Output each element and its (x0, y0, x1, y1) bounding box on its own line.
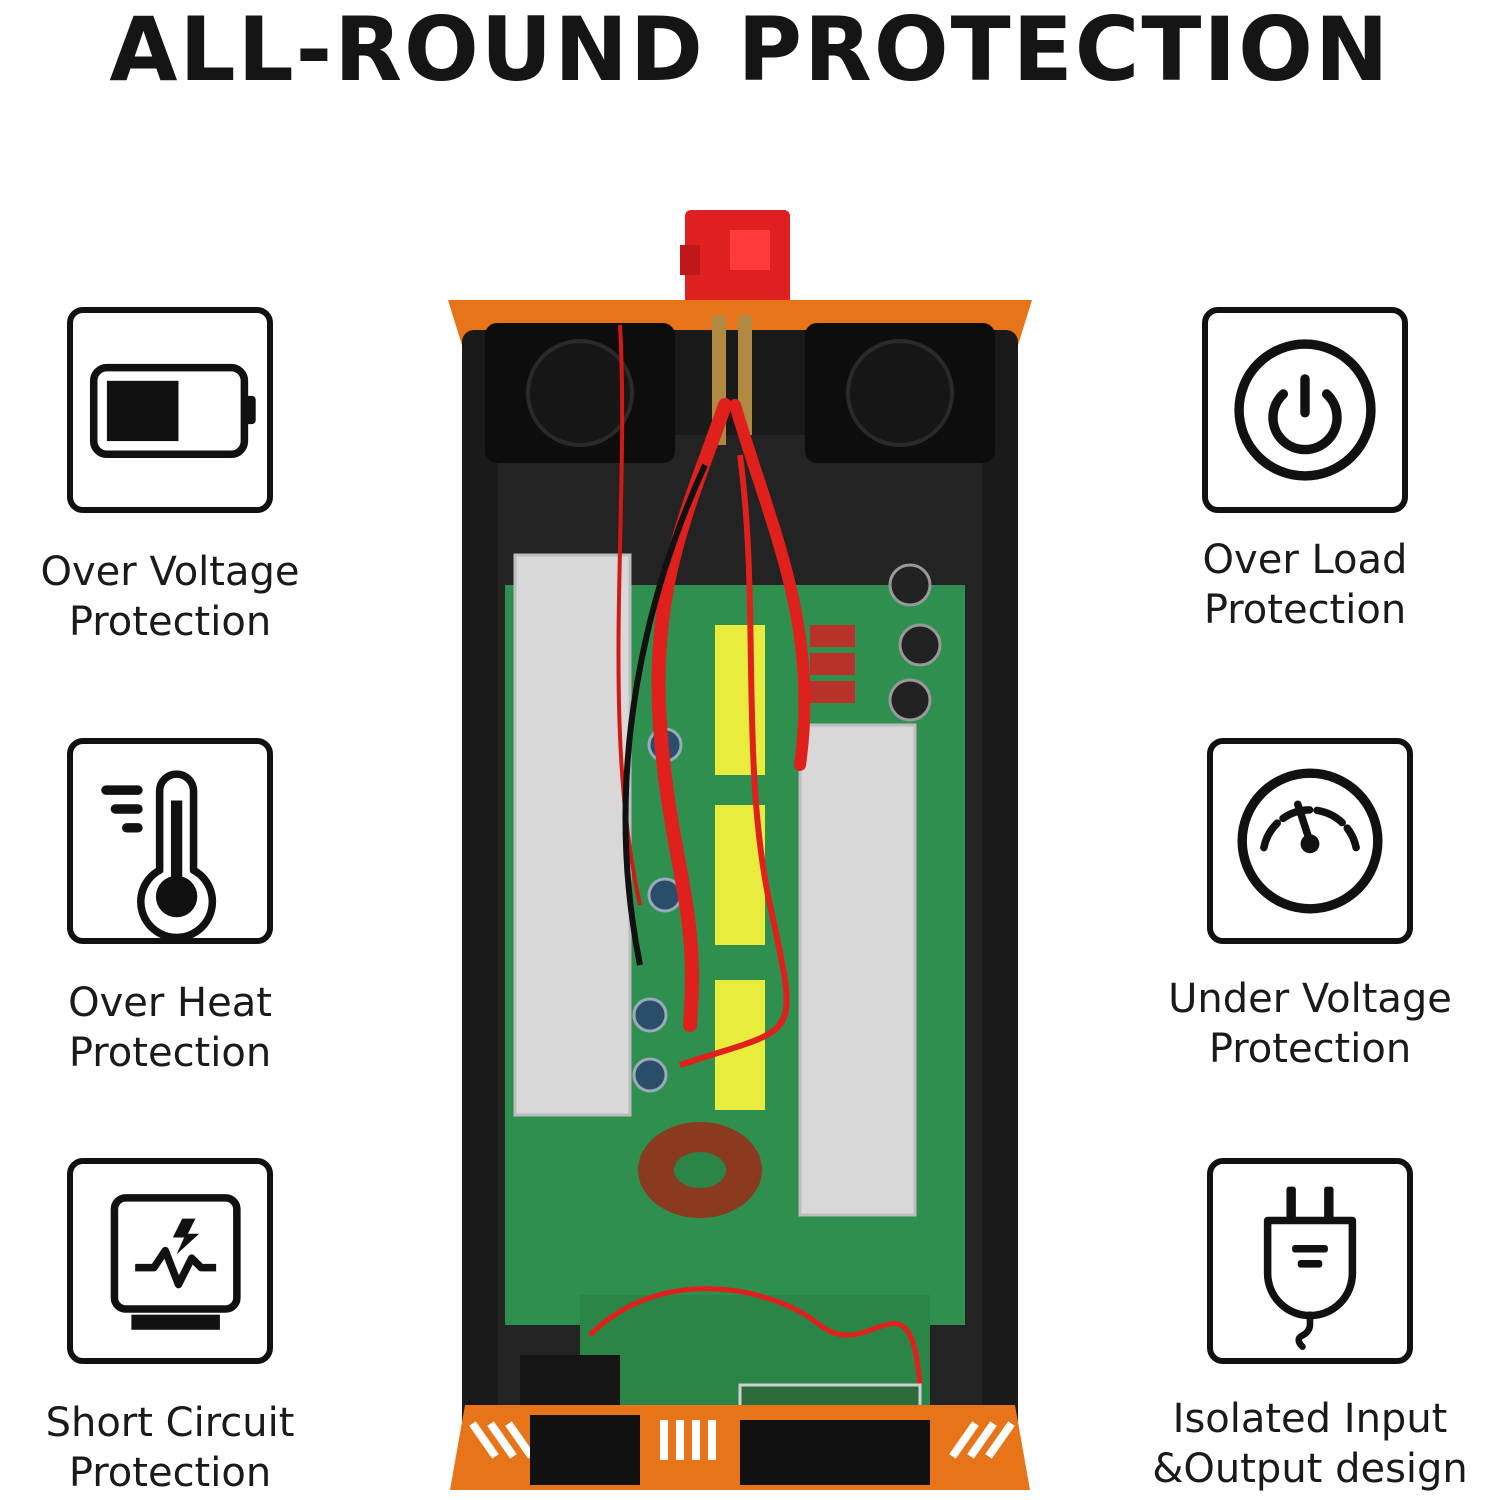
feature-isolated: Isolated Input &Output design (1145, 1158, 1475, 1494)
feature-over-load: Over Load Protection (1140, 307, 1470, 635)
page-title: ALL-ROUND PROTECTION (109, 0, 1391, 101)
monitor-spark-icon (67, 1158, 273, 1364)
feature-short-circuit: Short Circuit Protection (5, 1158, 335, 1498)
feature-label: Short Circuit Protection (45, 1400, 295, 1496)
plug-icon (1207, 1158, 1413, 1364)
feature-label: Over Load Protection (1202, 537, 1408, 633)
feature-under-voltage: Under Voltage Protection (1145, 738, 1475, 1074)
power-icon (1202, 307, 1408, 513)
feature-over-heat: Over Heat Protection (5, 738, 335, 1078)
feature-label: Isolated Input &Output design (1152, 1396, 1468, 1492)
gauge-icon (1207, 738, 1413, 944)
feature-label: Over Voltage Protection (40, 549, 300, 645)
battery-icon (67, 307, 273, 513)
thermometer-icon (67, 738, 273, 944)
feature-label: Over Heat Protection (68, 980, 272, 1076)
feature-over-voltage: Over Voltage Protection (5, 307, 335, 647)
inverter-product-image (440, 205, 1040, 1495)
feature-label: Under Voltage Protection (1168, 976, 1452, 1072)
